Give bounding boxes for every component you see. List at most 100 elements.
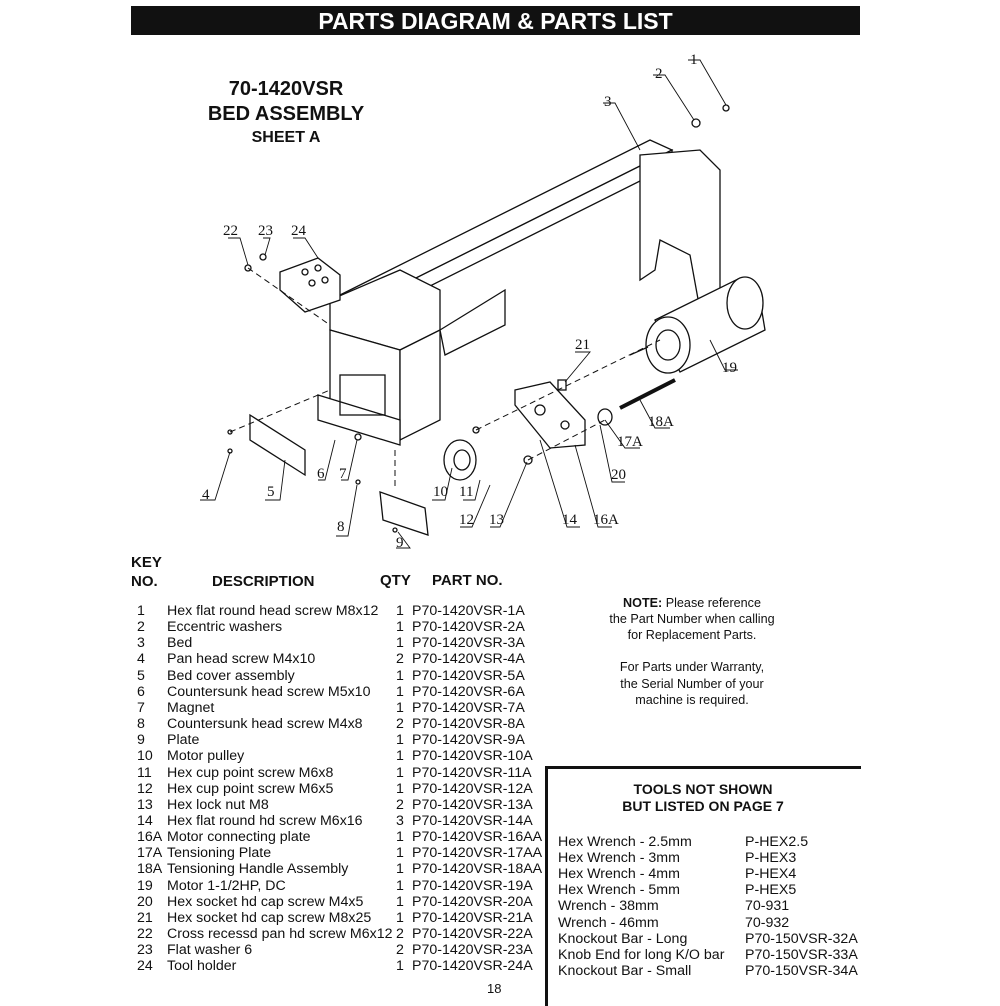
motor-plate-hole: [534, 404, 546, 416]
tool-holder-hole: [308, 279, 316, 287]
key-no: 6: [137, 683, 145, 700]
part-description: Cross recessd pan hd screw M6x12: [167, 926, 393, 942]
part-description: Countersunk head screw M5x10: [167, 683, 371, 700]
key-no: 24: [137, 958, 153, 975]
leader-line: [460, 484, 491, 528]
callout-4: 4: [202, 487, 210, 503]
part-qty: 1: [396, 958, 404, 975]
part-number: P70-1420VSR-24A: [412, 958, 533, 975]
key-header-line1: KEY: [131, 554, 162, 571]
part-number: P70-1420VSR-23A: [412, 942, 533, 959]
callout-16a: 16A: [593, 512, 619, 528]
assembly-name: BED ASSEMBLY: [207, 103, 365, 125]
part-qty: 1: [396, 635, 404, 652]
magnet-part: [354, 433, 362, 441]
part-qty: 1: [396, 699, 404, 716]
part-number: P70-1420VSR-14A: [412, 812, 533, 829]
part-description: Eccentric washers: [167, 619, 283, 636]
leader-line: [603, 102, 641, 151]
tool-name: Wrench - 46mm: [558, 914, 659, 931]
part-number: P70-1420VSR-6A: [412, 683, 525, 700]
part-qty: 1: [396, 683, 404, 700]
callout-11: 11: [459, 484, 473, 500]
tool-name: Hex Wrench - 3mm: [558, 850, 680, 867]
part-number: P70-1420VSR-4A: [412, 651, 525, 668]
key-no: 9: [137, 732, 145, 749]
key-no: 22: [137, 926, 153, 942]
callout-2: 2: [655, 66, 663, 82]
callout-12: 12: [459, 512, 474, 528]
key-no: 12: [137, 780, 153, 797]
key-no: 20: [137, 893, 153, 910]
motor-rear-face: [726, 276, 764, 330]
part-number: P70-1420VSR-2A: [412, 619, 525, 636]
callout-24: 24: [291, 223, 307, 239]
key-no: 13: [137, 796, 153, 813]
part-description: Motor 1-1/2HP, DC: [167, 877, 286, 894]
part-qty: 1: [396, 780, 404, 797]
bed-rail-part: [439, 288, 506, 356]
tool-part-number: P-HEX3: [745, 850, 797, 867]
leader-line: [564, 351, 591, 383]
tool-part-number: P70-150VSR-32A: [745, 930, 858, 947]
part-number: P70-1420VSR-21A: [412, 909, 533, 926]
part-description: Hex flat round head screw M8x12: [167, 603, 379, 619]
callout-13: 13: [489, 512, 504, 528]
part-number: P70-1420VSR-13A: [412, 796, 533, 813]
motor-pulley-hub: [453, 449, 471, 471]
leader-line: [396, 531, 411, 549]
key-no: 14: [137, 812, 153, 829]
plate-part: [379, 491, 429, 536]
leader-line: [432, 467, 453, 501]
leader-line: [318, 439, 336, 481]
part-number: P70-1420VSR-1A: [412, 603, 525, 619]
tool-name: Knob End for long K/O bar: [558, 946, 725, 963]
key-no: 1: [137, 603, 145, 619]
part-qty: 1: [396, 845, 404, 862]
key-no: 7: [137, 699, 145, 716]
part-number: P70-1420VSR-16AA: [412, 829, 543, 846]
tool-name: Hex Wrench - 5mm: [558, 882, 680, 899]
leader-line: [490, 461, 528, 528]
part-description: Countersunk head screw M4x8: [167, 716, 363, 733]
note-line-4: For Parts under Warranty,: [619, 660, 765, 674]
key-no: 16A: [137, 829, 163, 846]
tools-heading-2: BUT LISTED ON PAGE 7: [622, 798, 784, 814]
key-header-line2: NO.: [131, 573, 158, 590]
tools-not-shown-box: [545, 766, 861, 1006]
key-no: 11: [137, 764, 152, 781]
note-label: NOTE:: [623, 596, 663, 610]
part-number: P70-1420VSR-10A: [412, 748, 533, 765]
leader-line: [263, 237, 271, 256]
callout-14: 14: [562, 512, 578, 528]
part-qty: 1: [396, 877, 404, 894]
part-number: P70-1420VSR-7A: [412, 699, 525, 716]
bed-assembly-diagram: 1 2 3 22 23 24 21 19 18A 17A 20 4 5 6 7 …: [200, 52, 766, 551]
callout-20: 20: [611, 467, 626, 483]
part-number: P70-1420VSR-12A: [412, 780, 533, 797]
tensioning-plate-part: [597, 408, 613, 426]
part-number: P70-1420VSR-3A: [412, 635, 525, 652]
headstock-opening: [339, 374, 386, 416]
tool-name: Hex Wrench - 2.5mm: [558, 834, 692, 850]
part-description: Plate: [167, 732, 200, 749]
key-no: 4: [137, 651, 145, 668]
part-number: P70-1420VSR-19A: [412, 877, 533, 894]
part-description: Bed cover assembly: [167, 667, 295, 684]
bed-cover-part: [249, 413, 306, 477]
callout-23: 23: [258, 223, 273, 239]
description-header: DESCRIPTION: [212, 573, 315, 590]
part-number: P70-1420VSR-20A: [412, 893, 533, 910]
part-qty: 2: [396, 926, 404, 942]
part-qty: 1: [396, 667, 404, 684]
leader-line: [653, 74, 695, 121]
part-qty: 3: [396, 812, 404, 829]
headstock-foot: [317, 394, 401, 446]
key-no: 19: [137, 877, 153, 894]
tool-name: Hex Wrench - 4mm: [558, 866, 680, 883]
leader-line: [463, 479, 481, 501]
part-description: Hex cup point screw M6x8: [167, 764, 334, 781]
note-line-2: the Part Number when calling: [609, 612, 775, 626]
washer-part: [722, 104, 730, 112]
screw-part: [392, 527, 398, 533]
